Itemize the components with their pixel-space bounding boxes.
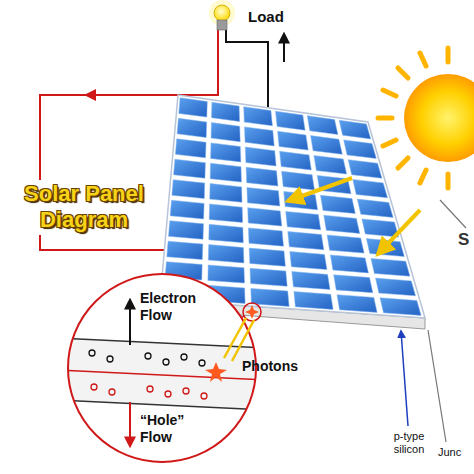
panel-cell [337, 295, 377, 313]
holes [91, 384, 207, 399]
panel-cell [174, 159, 206, 178]
panel-cell [321, 195, 356, 213]
sunlight-arrow [288, 178, 352, 201]
current-arrow [84, 89, 96, 101]
bulb-glass [214, 5, 230, 21]
panel-cell [250, 268, 287, 286]
panel-cell [212, 102, 240, 121]
photon-burst [205, 362, 227, 382]
panel-cell [249, 248, 285, 266]
panel-cell [209, 224, 244, 242]
panel-cell [210, 163, 241, 182]
panel-cell [344, 140, 377, 159]
light-bulb [209, 0, 235, 30]
panel-cell [245, 147, 276, 166]
panel-cell [348, 160, 382, 179]
panel-cell [175, 139, 206, 158]
panel-cell [179, 98, 208, 117]
panel-cell [210, 184, 242, 203]
leader-line [401, 331, 408, 426]
panel-cell [282, 171, 315, 190]
panel-cell [324, 215, 360, 233]
panel-cell [244, 107, 273, 126]
photons-label: Photons [242, 358, 298, 375]
hole-flow-label: “Hole” Flow [140, 412, 212, 446]
panel-cell [362, 219, 399, 237]
panel-cell [247, 188, 280, 207]
panel-cell [177, 118, 207, 137]
panel-cell [376, 278, 416, 296]
sun-disc [404, 74, 474, 162]
panel-cell [339, 120, 371, 139]
load-wire [226, 30, 268, 108]
panel-cell [380, 298, 421, 316]
electrons [89, 350, 205, 366]
panel-cell [208, 265, 245, 283]
sun-symbol [378, 48, 474, 188]
panel-cell [294, 292, 333, 310]
panel-cell [246, 167, 278, 186]
sunlight-arrow [378, 210, 420, 254]
panel-cell [311, 136, 343, 155]
cell-slab [60, 338, 264, 410]
electron-flow-label: Electron Flow [140, 290, 212, 324]
leader-line [428, 330, 446, 442]
panel-cell [245, 127, 275, 146]
panel-cell [211, 123, 240, 142]
panel-cell [371, 258, 410, 276]
diagram-title: Solar Panel Diagram [6, 180, 162, 235]
panel-cell [248, 228, 283, 246]
panel-cell [288, 232, 324, 250]
photon-burst [245, 305, 259, 319]
panel-cell [208, 245, 244, 263]
panel-cell [211, 143, 241, 162]
panel-cell [353, 179, 388, 197]
panel-cell [307, 116, 338, 135]
load-arrow [283, 34, 285, 62]
panel-cell [290, 252, 327, 270]
junction-label: Junc [438, 446, 461, 459]
photon-ray [232, 320, 254, 361]
panel-cell [286, 211, 321, 229]
panel-cell [330, 255, 368, 273]
panel-cell [314, 156, 347, 175]
pn-junction [60, 370, 264, 380]
hole-arrow [129, 402, 131, 446]
leader-line [440, 200, 466, 228]
p-type-label: p-type silicon [382, 430, 436, 456]
load-label: Load [248, 8, 284, 26]
panel-cell [276, 111, 306, 130]
panel-cell [167, 241, 203, 259]
bulb-base [217, 20, 227, 30]
panel-cell [209, 204, 242, 223]
panel-cell [292, 272, 330, 290]
panel-cell [327, 235, 364, 253]
panel-cell [334, 275, 373, 293]
electron-arrow [129, 300, 131, 345]
panel-cell [170, 200, 204, 219]
sunlight-label: S [458, 230, 469, 250]
panel-cell [169, 221, 204, 240]
panel-cell [172, 180, 205, 199]
panel-cell [248, 208, 282, 226]
panel-cell [357, 199, 393, 217]
panel-cell [280, 151, 312, 170]
panel-cell [278, 131, 309, 150]
zoom-circle [68, 274, 256, 462]
photon-ray [224, 318, 246, 358]
